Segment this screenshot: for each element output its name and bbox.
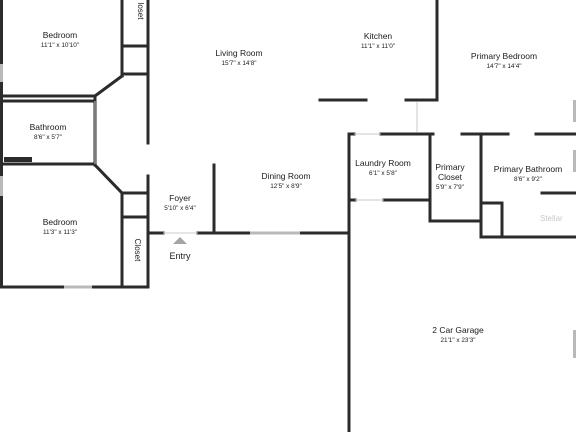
primary-bedroom-name: Primary Bedroom [471, 51, 537, 61]
primary-bathroom-dims: 8'6" x 9'2" [514, 176, 542, 183]
entry-arrow-icon [173, 237, 187, 244]
garage-name: 2 Car Garage [432, 325, 484, 335]
primary-closet-name-line1: Primary [435, 162, 465, 172]
living-room-name: Living Room [215, 48, 262, 58]
laundry-room-name: Laundry Room [355, 158, 411, 168]
kitchen-name: Kitchen [364, 31, 393, 41]
primary-closet-name-line2: Closet [438, 172, 463, 182]
foyer-dims: 5'10" x 6'4" [164, 205, 196, 212]
bedroom-top-name: Bedroom [43, 30, 78, 40]
primary-closet-dims: 5'9" x 7'9" [436, 184, 464, 191]
closet-top-name: loset [136, 3, 145, 21]
entry-label: Entry [169, 251, 191, 261]
vent-icon [4, 157, 32, 162]
watermark-logo: Stellar [540, 214, 563, 223]
foyer-name: Foyer [169, 193, 191, 203]
bathroom-dims: 8'6" x 5'7" [34, 134, 62, 141]
bathroom-name: Bathroom [30, 122, 67, 132]
garage-dims: 21'1" x 23'3" [440, 337, 475, 344]
bedroom-bottom-name: Bedroom [43, 217, 78, 227]
dining-room-dims: 12'5" x 8'9" [270, 183, 302, 190]
closet-bottom-name: Closet [133, 239, 142, 262]
primary-bedroom-dims: 14'7" x 14'4" [486, 63, 521, 70]
laundry-room-dims: 6'1" x 5'8" [369, 170, 397, 177]
living-room-dims: 15'7" x 14'8" [221, 60, 256, 67]
kitchen-dims: 11'1" x 11'0" [361, 43, 395, 50]
primary-bathroom-name: Primary Bathroom [494, 164, 563, 174]
bedroom-bottom-dims: 11'3" x 11'3" [43, 229, 77, 236]
bedroom-top-dims: 11'1" x 10'10" [41, 42, 79, 49]
dining-room-name: Dining Room [261, 171, 310, 181]
windows [0, 64, 576, 358]
door-openings [94, 101, 418, 201]
